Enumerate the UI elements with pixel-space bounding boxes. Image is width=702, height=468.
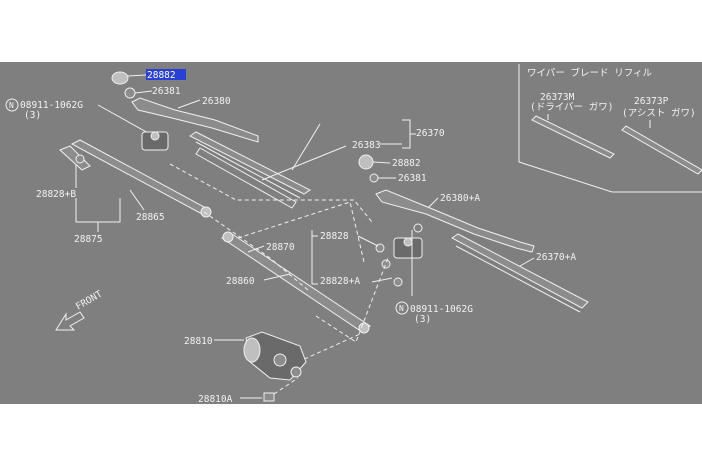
refill-driver-side-label: (ドライバー ガワ) [530,102,613,113]
cap-28882-top [111,71,129,85]
front-arrow-icon [55,311,85,331]
right-arm-group: 28882 26381 26380+A 26370+A N [358,154,589,325]
label-front: FRONT [74,289,105,313]
refill-driver-part-number[interactable]: 26373M [540,92,575,103]
label-28810[interactable]: 28810 [184,336,213,347]
label-28828a[interactable]: 28828+A [320,276,360,287]
label-26380a[interactable]: 26380+A [440,193,480,204]
refill-assist-strip [621,125,702,175]
wiper-blade-26370 [189,131,311,195]
wiper-arm-26380a [375,189,535,253]
refill-assist-part-number[interactable]: 26373P [634,96,669,107]
label-28860[interactable]: 28860 [226,276,255,287]
label-26370a[interactable]: 26370+A [536,252,576,263]
label-28810a[interactable]: 28810A [198,394,233,405]
label-bolt-right[interactable]: 08911-1062G [410,304,473,315]
label-bolt-left-qty: (3) [24,110,41,121]
left-arm-group: 28882 26381 N 08911-1062G (3) 26380 [5,69,445,245]
diagram-canvas: ワイパー ブレード リフィル 26373M (ドライバー ガワ) 26373P … [5,64,702,405]
label-26383[interactable]: 26383 [352,140,381,151]
bolt-symbol-right [395,301,409,315]
nut-26381-top [124,87,136,99]
label-28828[interactable]: 28828 [320,231,349,242]
front-direction-indicator: FRONT [55,289,105,331]
label-bolt-right-qty: (3) [414,314,431,325]
label-28870[interactable]: 28870 [266,242,295,253]
refill-inset-box: ワイパー ブレード リフィル 26373M (ドライバー ガワ) 26373P … [518,64,702,193]
label-26381-right[interactable]: 26381 [398,173,427,184]
wiper-parts-diagram: ワイパー ブレード リフィル 26373M (ドライバー ガワ) 26373P … [0,62,702,405]
bolt-28810a [263,392,275,402]
refill-assist-side-label: (アシスト ガワ) [622,108,696,119]
refill-driver-strip [531,115,615,159]
label-26370[interactable]: 26370 [416,128,445,139]
svg-text:N: N [9,101,14,110]
refill-box-title: ワイパー ブレード リフィル [527,67,653,79]
bolt-symbol-left [5,98,19,112]
wiper-arm-26380 [131,97,259,143]
label-bolt-left[interactable]: 08911-1062G [20,100,83,111]
label-26381-top[interactable]: 26381 [152,86,181,97]
label-26380[interactable]: 26380 [202,96,231,107]
nut-26381-right [369,173,379,183]
label-28882-top[interactable]: 28882 [147,70,176,81]
label-28865[interactable]: 28865 [136,212,165,223]
svg-text:N: N [399,304,404,313]
motor-group: 28810 28810A [184,331,307,405]
wiper-blade-26370a [451,233,589,309]
label-28875[interactable]: 28875 [74,234,103,245]
highlight-box [146,69,186,80]
center-linkage-group: 28870 28828 28828+A 28860 [169,163,393,363]
cap-28882-right [358,154,374,170]
label-28882-right[interactable]: 28882 [392,158,421,169]
label-28828b[interactable]: 28828+B [36,189,76,200]
